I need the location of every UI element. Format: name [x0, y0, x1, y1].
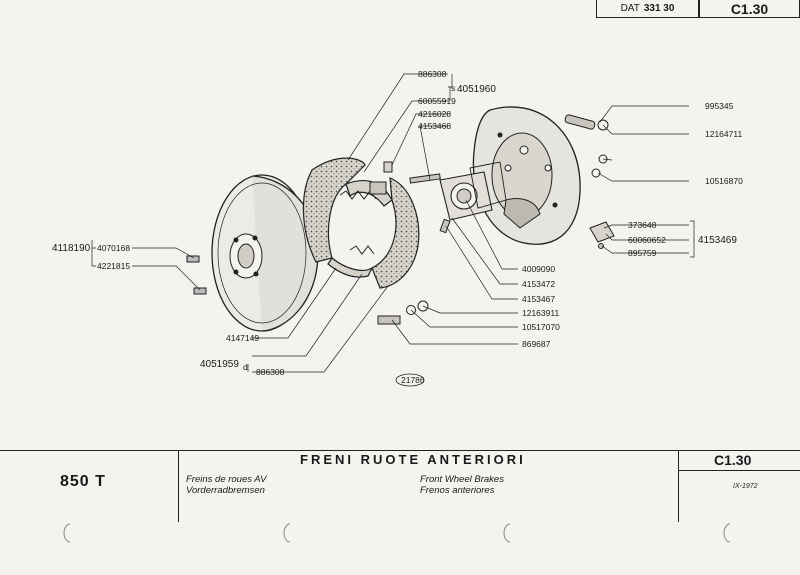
dat-number: 331 30 — [643, 3, 675, 14]
part-10516870: 10516870 — [705, 176, 743, 186]
page-code-bottom: C1.30 — [714, 452, 752, 468]
part-4051960: 4051960 — [457, 84, 496, 95]
bolts-washers — [377, 114, 615, 325]
part-4216028: 4216028 — [418, 109, 451, 119]
part-4153472: 4153472 — [522, 279, 555, 289]
part-4153468: 4153468 — [418, 121, 451, 131]
part-4051959-suffix: d — [243, 362, 248, 372]
part-60055919: 60055919 — [418, 96, 456, 106]
part-895759: 895759 — [628, 248, 657, 258]
publication-date: IX-1972 — [733, 483, 758, 490]
wheel-cylinder-gasket — [439, 161, 507, 221]
part-4147149: 4147149 — [226, 333, 259, 343]
part-labels: 886308 s 4051960 60055919 4216028 415346… — [52, 69, 743, 377]
part-869687: 869687 — [522, 339, 551, 349]
part-886308-top: 886308 — [418, 69, 447, 79]
drum-screws — [186, 255, 207, 295]
title-french: Freins de roues AV — [186, 474, 267, 485]
part-4118190: 4118190 — [52, 243, 91, 254]
title-english: Front Wheel Brakes — [420, 474, 504, 485]
footer-title-block — [0, 450, 800, 575]
footer-code-underline — [678, 470, 800, 471]
brake-drum — [211, 174, 319, 332]
part-10517070: 10517070 — [522, 322, 560, 332]
figure-number-oval — [395, 373, 425, 387]
part-60060652: 60060652 — [628, 235, 666, 245]
title-german: Vorderradbremsen — [186, 485, 265, 496]
part-4221815: 4221815 — [97, 261, 130, 271]
part-4070168: 4070168 — [97, 243, 130, 253]
model-name: 850 T — [60, 473, 106, 490]
part-12163911: 12163911 — [522, 308, 559, 318]
page-code-top-text: C1.30 — [730, 0, 769, 17]
footer-divider-left — [178, 450, 179, 522]
part-12164711: 12164711 — [705, 129, 742, 139]
exploded-brake-diagram: 21786 886308 s 4051960 60055919 4216028 … — [52, 69, 743, 387]
page-title: FRENI RUOTE ANTERIORI — [300, 452, 526, 467]
leader-lines — [91, 73, 695, 373]
dat-reference-box: DAT 331 30 — [596, 0, 699, 18]
part-4153467: 4153467 — [522, 294, 555, 304]
dat-label: DAT — [620, 3, 640, 14]
part-886308-bottom: 886308 — [256, 367, 285, 377]
part-4009090: 4009090 — [522, 264, 555, 274]
part-4051960-suffix: s — [451, 83, 455, 93]
backing-plate — [472, 106, 581, 245]
title-spanish: Frenos anteriores — [420, 485, 495, 496]
part-373648: 373648 — [628, 220, 657, 230]
part-4153469: 4153469 — [698, 235, 737, 246]
part-995345: 995345 — [705, 101, 734, 111]
footer-divider-right — [678, 450, 679, 522]
part-4051959: 4051959 — [200, 359, 239, 370]
brake-shoes — [302, 157, 420, 289]
figure-number: 21786 — [401, 375, 425, 385]
